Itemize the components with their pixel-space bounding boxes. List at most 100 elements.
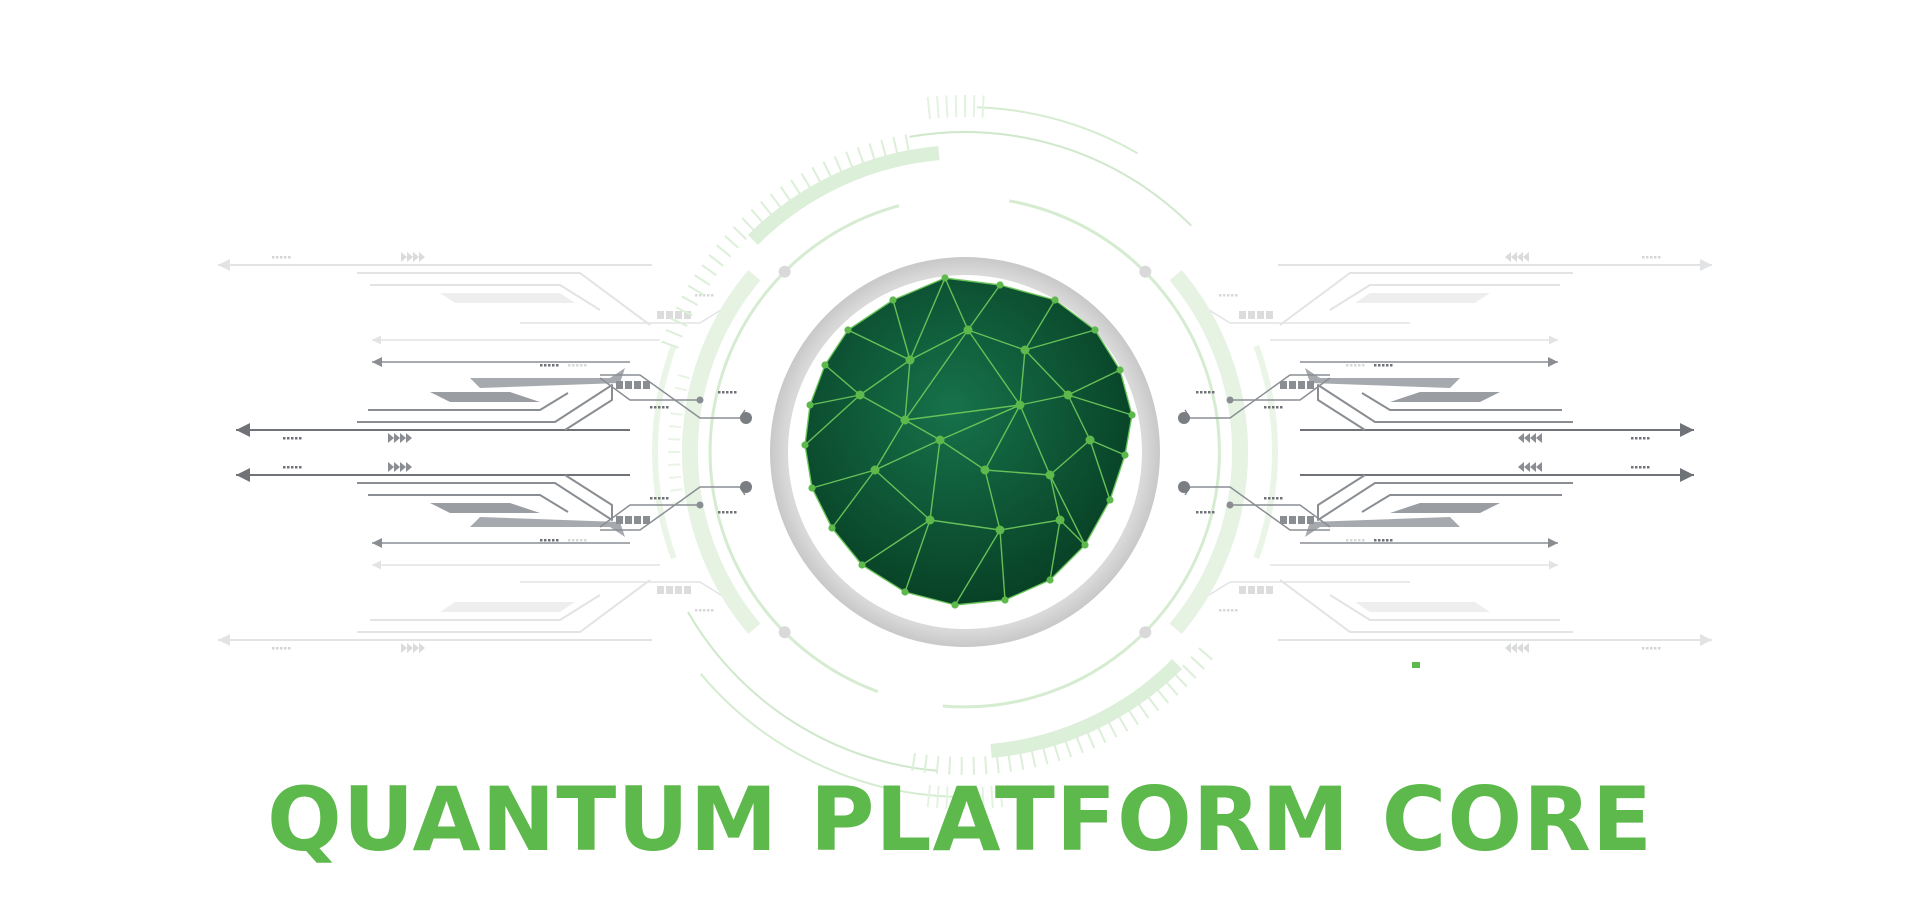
ring-tick xyxy=(668,463,681,466)
sphere-network-node xyxy=(821,361,829,369)
sphere-network-edge xyxy=(939,439,986,471)
ring-tick xyxy=(1146,695,1160,712)
block-graphic xyxy=(657,311,664,319)
circuit-trace-graphic xyxy=(1305,368,1460,388)
sphere-network-node xyxy=(858,561,866,569)
sphere-network-node xyxy=(1051,296,1059,304)
ring-tick xyxy=(677,374,690,380)
ring-tick xyxy=(811,166,822,184)
sphere-network-node xyxy=(1106,496,1114,504)
dot-graphic xyxy=(1647,437,1650,440)
chevron-graphic xyxy=(413,252,419,262)
dot-graphic xyxy=(580,539,583,542)
sphere-network-edge xyxy=(847,329,911,361)
circuit-trace-graphic xyxy=(1329,284,1560,311)
sphere-network-edge xyxy=(1124,414,1133,456)
ring-node xyxy=(1139,626,1152,639)
dot-graphic xyxy=(540,539,543,542)
ring-tick xyxy=(769,193,783,210)
dot-graphic xyxy=(1350,539,1353,542)
chevron-graphic xyxy=(1517,643,1523,653)
circuit-trace-graphic xyxy=(357,474,613,521)
dot-graphic xyxy=(295,437,298,440)
sphere-network-lines xyxy=(801,274,1136,609)
dot-graphic xyxy=(295,466,298,469)
sphere-network-node xyxy=(995,525,1005,535)
chevron-graphic xyxy=(400,462,406,472)
dot-graphic xyxy=(1354,364,1357,367)
block-graphic xyxy=(675,311,682,319)
chevron-graphic xyxy=(401,643,407,653)
chevron-graphic xyxy=(407,643,413,653)
dot-graphic xyxy=(730,391,733,394)
sphere-network-edge xyxy=(1024,299,1056,351)
ring-tick xyxy=(741,217,756,232)
ring-tick xyxy=(716,244,732,258)
ring-tick xyxy=(1107,720,1118,738)
circuit-trace-graphic xyxy=(430,392,540,402)
dot-graphic xyxy=(662,497,665,500)
sphere-network-node xyxy=(1085,435,1095,445)
dot-graphic xyxy=(1386,364,1389,367)
dot-graphic xyxy=(1643,466,1646,469)
dot-graphic xyxy=(654,497,657,500)
dot-graphic xyxy=(283,437,286,440)
sphere-network-edge xyxy=(1067,369,1121,396)
ring-tick xyxy=(945,786,949,809)
sphere-network-edge xyxy=(804,404,811,446)
sphere-network-edge xyxy=(1089,439,1126,456)
sphere-network-node xyxy=(855,390,865,400)
ring-tick xyxy=(995,755,1000,774)
chevron-graphic xyxy=(1530,462,1536,472)
dot-graphic xyxy=(1212,511,1215,514)
chevron-graphic xyxy=(1530,433,1536,443)
dot-graphic xyxy=(707,294,710,297)
circuit-node xyxy=(696,396,704,404)
sphere-network-edge xyxy=(939,404,1021,441)
dot-graphic xyxy=(1200,511,1203,514)
ring-tick xyxy=(1137,702,1150,719)
sphere-network-node xyxy=(1081,541,1089,549)
circuit-node xyxy=(696,501,704,509)
ring-tick xyxy=(668,438,681,441)
dot-graphic xyxy=(1268,497,1271,500)
circuit-trace-graphic xyxy=(470,517,625,537)
ring-tick xyxy=(868,143,876,161)
circuit-trace-graphic xyxy=(1279,579,1573,633)
block-graphic xyxy=(634,516,641,524)
arrow-head-graphic xyxy=(236,468,250,482)
ring-tick xyxy=(669,425,682,429)
ring-graphic xyxy=(699,673,954,798)
arrow-head-graphic xyxy=(218,259,230,271)
ring-tick xyxy=(670,488,683,492)
sphere-network-node xyxy=(1001,596,1009,604)
sphere-network-edge xyxy=(874,439,941,471)
ring-tick xyxy=(1086,731,1096,749)
sphere-network-edge xyxy=(967,329,1021,406)
ring-tick xyxy=(708,254,724,267)
ring-tick xyxy=(981,786,985,809)
ring-tick xyxy=(948,756,952,775)
dot-graphic xyxy=(580,364,583,367)
dot-graphic xyxy=(576,539,579,542)
dot-graphic xyxy=(1639,437,1642,440)
sphere-network-edge xyxy=(859,359,911,396)
arrow-head-graphic xyxy=(1549,335,1558,345)
chevron-graphic xyxy=(1524,433,1530,443)
sphere-network-edge xyxy=(967,284,1001,331)
dot-graphic xyxy=(287,466,290,469)
circuit-trace-graphic xyxy=(599,504,700,528)
dot-graphic xyxy=(1208,511,1211,514)
ring-tick xyxy=(669,475,682,479)
arrow-head-graphic xyxy=(372,335,381,345)
ring-tick xyxy=(935,96,940,119)
sphere-network-edge xyxy=(984,404,1021,471)
sphere-network-edge xyxy=(904,419,941,441)
sphere-network-node xyxy=(1121,451,1129,459)
dot-graphic xyxy=(1346,364,1349,367)
sphere-network-edge xyxy=(847,299,894,331)
sphere-network-node xyxy=(1128,411,1136,419)
ring-tick xyxy=(670,317,688,327)
circuit-trace-graphic xyxy=(1317,384,1573,431)
ring-tick xyxy=(911,752,917,771)
